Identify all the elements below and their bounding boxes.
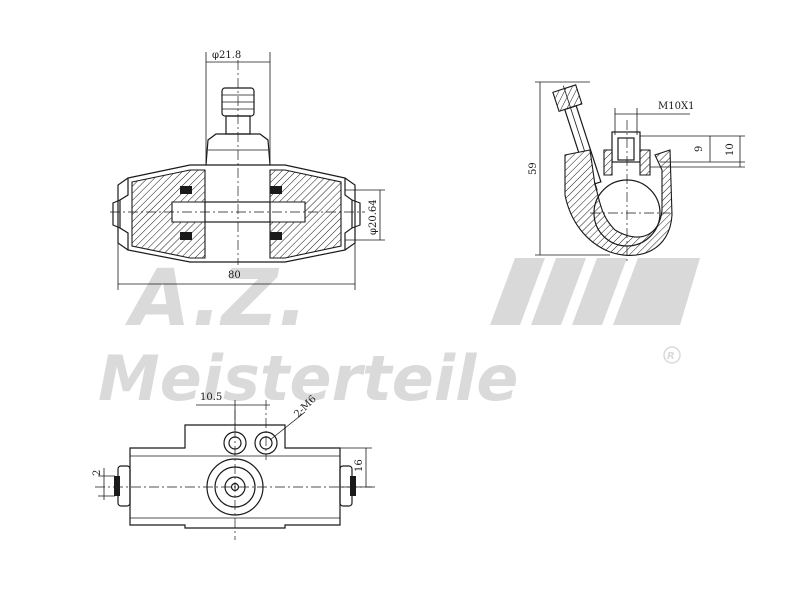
label-thread-m10x1: M10X1 (658, 101, 694, 112)
label-diameter-21-8: φ21.8 (212, 50, 241, 61)
watermark-registered-mark (663, 346, 681, 364)
watermark-stripes (490, 258, 700, 325)
label-dim-2: 2 (92, 470, 103, 476)
label-dim-10: 10 (725, 143, 736, 156)
dimension-16: 16 (340, 447, 372, 488)
watermark: A.Z. Meisterteile R (98, 254, 700, 415)
dimension-2: 2 (92, 468, 115, 500)
dimension-thread: M10X1 (614, 101, 694, 135)
label-height-59: 59 (528, 162, 539, 175)
section-view: φ21.8 φ20.64 80 (110, 50, 385, 290)
label-dim-16: 16 (354, 459, 365, 472)
dimension-width-80: 80 (117, 228, 356, 290)
label-dim-9: 9 (694, 146, 705, 152)
dimension-height-59: 59 (528, 81, 610, 256)
dimension-9-10: 9 10 (640, 135, 745, 168)
watermark-brand: Meisterteile (98, 342, 518, 415)
dimension-10-5: 10.5 (196, 392, 270, 430)
label-dim-10-5: 10.5 (200, 392, 222, 403)
label-diameter-20-64: φ20.64 (368, 199, 379, 235)
label-width-80: 80 (228, 270, 241, 281)
dimension-diameter-top: φ21.8 (205, 50, 271, 165)
dimension-diameter-right: φ20.64 (345, 189, 385, 241)
watermark-registered-letter: R (667, 351, 675, 362)
watermark-initials: A.Z. (124, 254, 308, 344)
side-view: 59 M10X1 9 10 (528, 81, 745, 262)
